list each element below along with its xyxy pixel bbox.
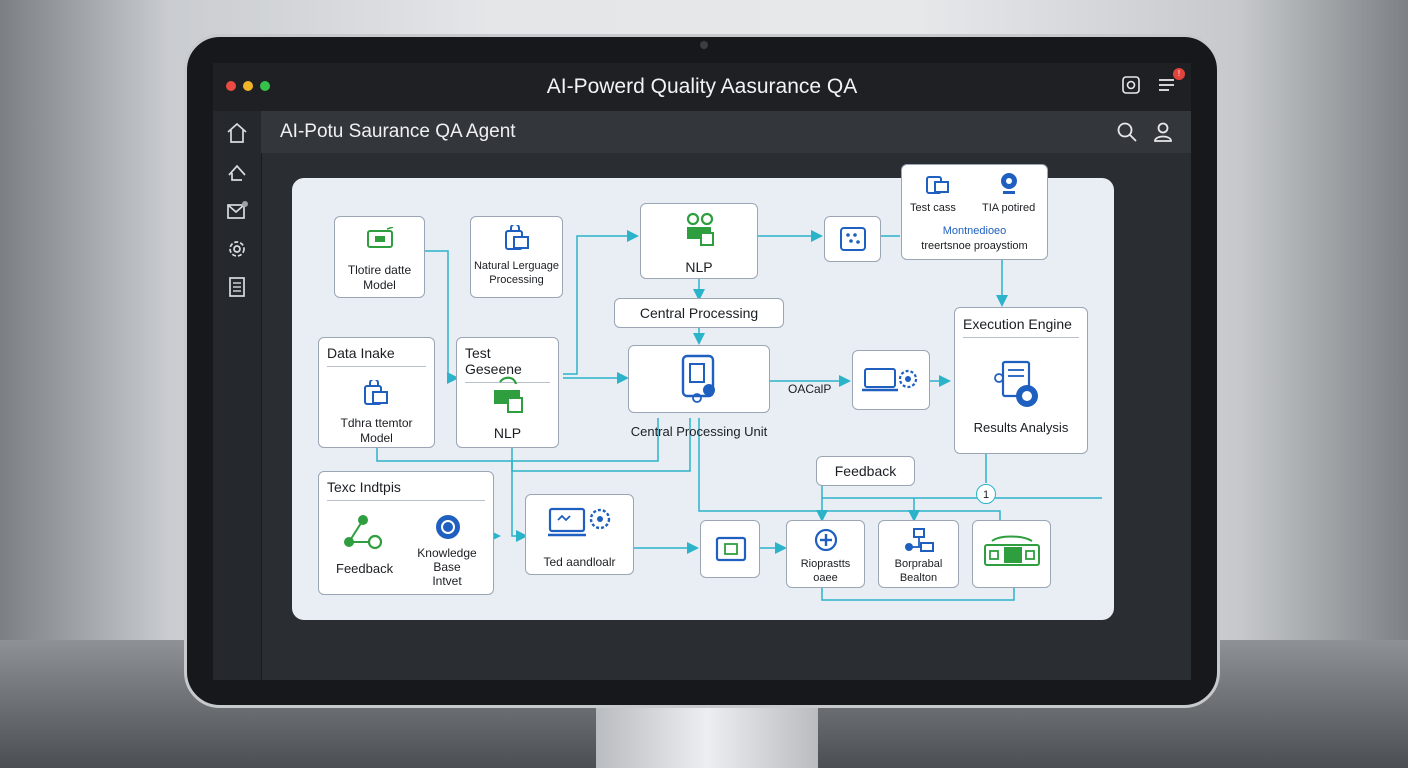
nlp-node-top[interactable]: NLP [640, 203, 758, 279]
processor-icon [681, 354, 715, 403]
knowledge-base-icon [436, 515, 460, 539]
user-icon[interactable] [1151, 120, 1175, 149]
reports-line1: Rioprastts [800, 558, 851, 570]
loop-marker: 1 [976, 484, 996, 504]
laptop-gear-icon [862, 368, 918, 392]
test-dashboard-label: Ted aandloalr [543, 555, 616, 569]
dashboard-gear-icon [548, 507, 611, 537]
test-generation-header: Test Geseene [465, 345, 550, 383]
page-title: AI-Potu Saurance QA Agent [280, 121, 516, 142]
hierarchy-icon [905, 528, 934, 552]
webcam-icon [1001, 173, 1017, 194]
knowledge-base-line2: Base [433, 560, 461, 574]
window-title: AI-Powerd Quality Aasurance QA [546, 75, 858, 98]
reports-node[interactable]: Rioprastts oaee [786, 520, 865, 588]
central-processing-label: Central Processing [639, 305, 759, 321]
test-case-line3: Montnedioeo [942, 225, 1007, 237]
automation-node[interactable] [852, 350, 930, 410]
close-window-button[interactable] [226, 81, 236, 91]
robot-icon [686, 212, 714, 246]
text-inputs-node[interactable]: Texc Indtpis Feedback Knowledge Base Int… [318, 471, 494, 595]
test-case-icon [926, 176, 949, 194]
chip-node[interactable] [824, 216, 881, 262]
model-node-line1: Tlotire datte [347, 263, 412, 277]
test-case-left-label: Test cass [910, 202, 956, 214]
maximize-window-button[interactable] [260, 81, 270, 91]
cpu-label: Central Processing Unit [630, 424, 768, 439]
data-intake-node[interactable]: Data Inake Tdhra ttemtor Model [318, 337, 435, 448]
monitor-icon [367, 227, 394, 248]
search-icon[interactable] [1115, 120, 1139, 149]
knowledge-base-line1: Knowledge [417, 546, 477, 560]
nlu-node[interactable]: Natural Lerguage Processing [470, 216, 563, 298]
minimize-window-button[interactable] [243, 81, 253, 91]
workflow-canvas: Tlotire datte Model Natural Lerguage Pro… [292, 164, 1114, 620]
test-dashboard-node[interactable]: Ted aandloalr [525, 494, 634, 575]
central-processing-node[interactable]: Central Processing [614, 298, 784, 328]
home-icon[interactable] [225, 121, 249, 150]
borprabal-node[interactable]: Borprabal Bealton [878, 520, 959, 588]
connector-lines [376, 230, 1102, 601]
settings-icon[interactable] [225, 237, 249, 266]
text-inputs-left-label: Feedback [336, 561, 394, 576]
oacal-label: OACalP [788, 382, 832, 396]
reports-line2: oaee [813, 572, 838, 584]
upload-icon[interactable] [225, 161, 249, 190]
execution-engine-label: Results Analysis [973, 420, 1069, 435]
display-node[interactable] [700, 520, 760, 578]
document-lock-icon [505, 225, 529, 250]
page-header: AI-Potu Saurance QA Agent [261, 111, 1191, 153]
cpu-node[interactable] [628, 345, 770, 413]
chip-icon [840, 227, 866, 251]
test-generation-node[interactable]: Test Geseene NLP [456, 337, 559, 448]
execution-engine-node[interactable]: Execution Engine Results Analysis [954, 307, 1088, 454]
test-case-right-label: TIA potired [982, 202, 1036, 214]
screenshot-icon[interactable] [1121, 75, 1141, 100]
document-icon[interactable] [225, 275, 249, 304]
model-node-line2: Model [363, 278, 396, 292]
screen-icon [715, 536, 747, 562]
monitor-stand [596, 700, 818, 768]
execution-engine-header: Execution Engine [963, 316, 1079, 338]
nlu-node-line2: Processing [489, 274, 544, 286]
sidebar [213, 111, 262, 680]
document-lock-icon [364, 380, 388, 405]
borprabal-line2: Bealton [899, 572, 938, 584]
data-intake-line1: Tdhra ttemtor [340, 416, 413, 430]
robot-icon [494, 376, 523, 413]
nlp-node-top-label: NLP [685, 259, 713, 275]
add-icon [814, 528, 838, 552]
network-icon [344, 515, 383, 550]
nlu-node-line1: Natural Lerguage [473, 260, 559, 272]
knowledge-base-line3: Intvet [432, 574, 462, 588]
data-intake-line2: Model [360, 431, 393, 445]
model-node[interactable]: Tlotire datte Model [334, 216, 425, 298]
output-node[interactable] [972, 520, 1051, 588]
webcam [700, 41, 708, 49]
data-intake-header: Data Inake [327, 345, 426, 367]
borprabal-line1: Borprabal [894, 558, 943, 570]
status-panel-icon [984, 535, 1040, 566]
menu-icon[interactable] [1157, 75, 1179, 100]
feedback-label: Feedback [834, 463, 897, 479]
feedback-node[interactable]: Feedback [816, 456, 915, 486]
test-case-line4: treertsnoe proaystiom [921, 240, 1028, 252]
text-inputs-header: Texc Indtpis [327, 479, 485, 501]
test-generation-label: NLP [493, 425, 522, 441]
report-icon [994, 360, 1038, 407]
mail-icon[interactable] [225, 199, 249, 228]
test-case-node[interactable]: Test cass TIA potired Montnedioeo treert… [901, 164, 1048, 260]
title-bar: AI-Powerd Quality Aasurance QA ! [213, 63, 1191, 111]
notification-badge: ! [1173, 68, 1185, 80]
